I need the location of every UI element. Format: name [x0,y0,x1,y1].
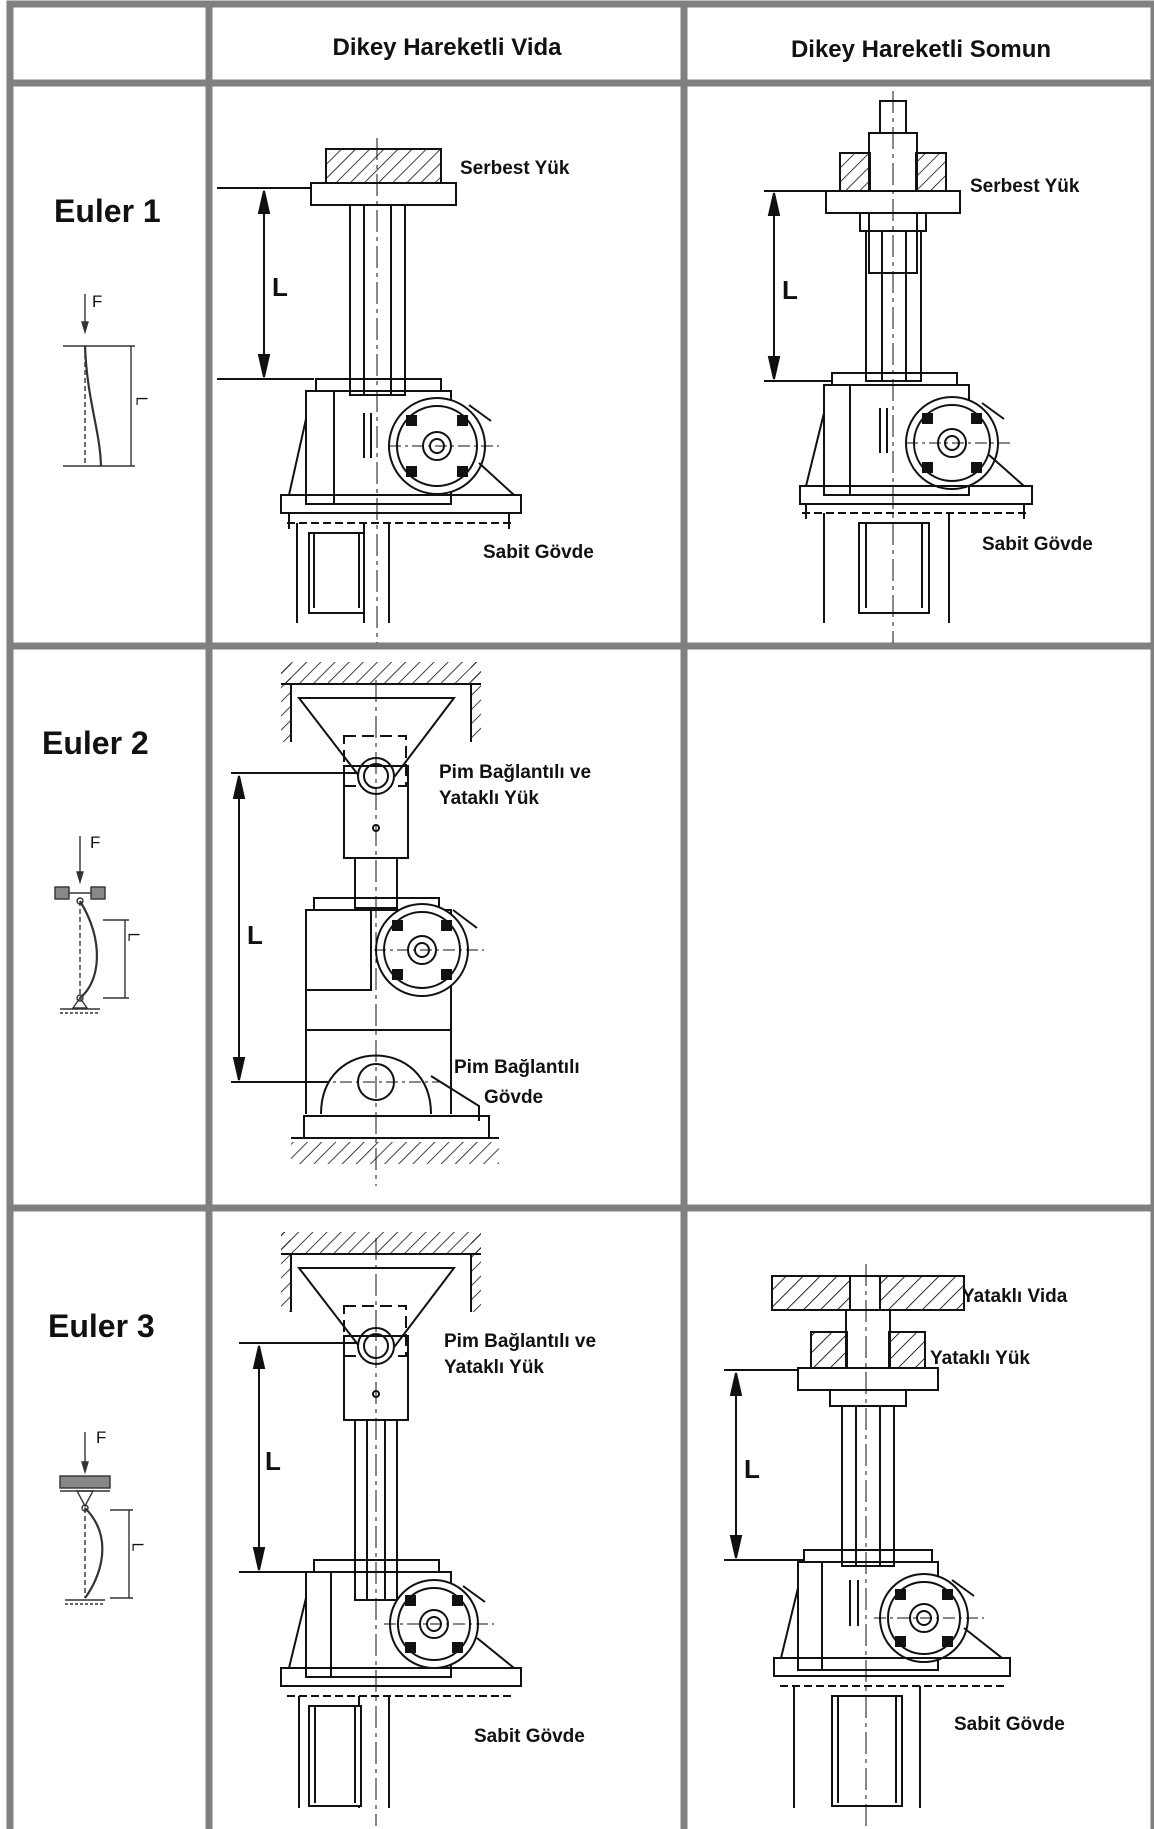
r3-nut-length-symbol: L [744,1454,760,1484]
row-title-euler-2: Euler 2 [42,725,149,761]
row-title-euler-1: Euler 1 [54,193,161,229]
r3-screw-jack-drawing [239,1232,522,1826]
r3-screw-length-symbol: L [265,1446,281,1476]
r3-screw-load-label-line2: Yataklı Yük [444,1357,544,1378]
r3-screw-base-label: Sabit Gövde [474,1726,585,1747]
euler-3-length-symbol: L [128,1542,146,1552]
r1-screw-jack-drawing [217,138,522,643]
r3-nut-jack-drawing [724,1264,1011,1826]
r1-nut-jack-drawing [764,91,1033,643]
r3-nut-load-label: Yataklı Yük [930,1348,1030,1369]
r2-screw-base-label-line2: Gövde [484,1087,544,1108]
r1-screw-length-symbol: L [272,272,288,302]
r3-nut-screw-label: Yataklı Vida [962,1286,1068,1307]
header-vertical-nut: Dikey Hareketli Somun [790,36,1052,63]
r3-screw-load-label-line1: Pim Bağlantılı ve [444,1331,597,1352]
r1-nut-load-label: Serbest Yük [970,176,1080,197]
r2-screw-jack-drawing [231,662,499,1186]
r2-screw-base-label-line1: Pim Bağlantılı [454,1057,580,1078]
r1-nut-length-symbol: L [782,275,798,305]
euler-2-length-symbol: L [124,932,142,942]
r1-screw-base-label: Sabit Gövde [483,542,594,563]
r2-screw-length-symbol: L [247,920,263,950]
euler-3-force-symbol: F [96,1428,107,1447]
euler-2-force-symbol: F [90,833,101,852]
r1-nut-base-label: Sabit Gövde [982,534,1093,555]
euler-1-force-symbol: F [92,292,103,311]
r2-screw-load-label-line1: Pim Bağlantılı ve [439,762,592,783]
euler-1-case-sketch [63,294,135,467]
euler-3-case-sketch [59,1432,133,1605]
r2-screw-load-label-line2: Yataklı Yük [439,788,539,809]
euler-2-case-sketch [54,836,129,1014]
row-title-euler-3: Euler 3 [48,1308,155,1344]
header-vertical-screw: Dikey Hareketli Vida [332,34,562,61]
euler-1-length-symbol: L [132,396,150,406]
r1-screw-load-label: Serbest Yük [460,158,570,179]
r3-nut-base-label: Sabit Gövde [954,1714,1065,1735]
